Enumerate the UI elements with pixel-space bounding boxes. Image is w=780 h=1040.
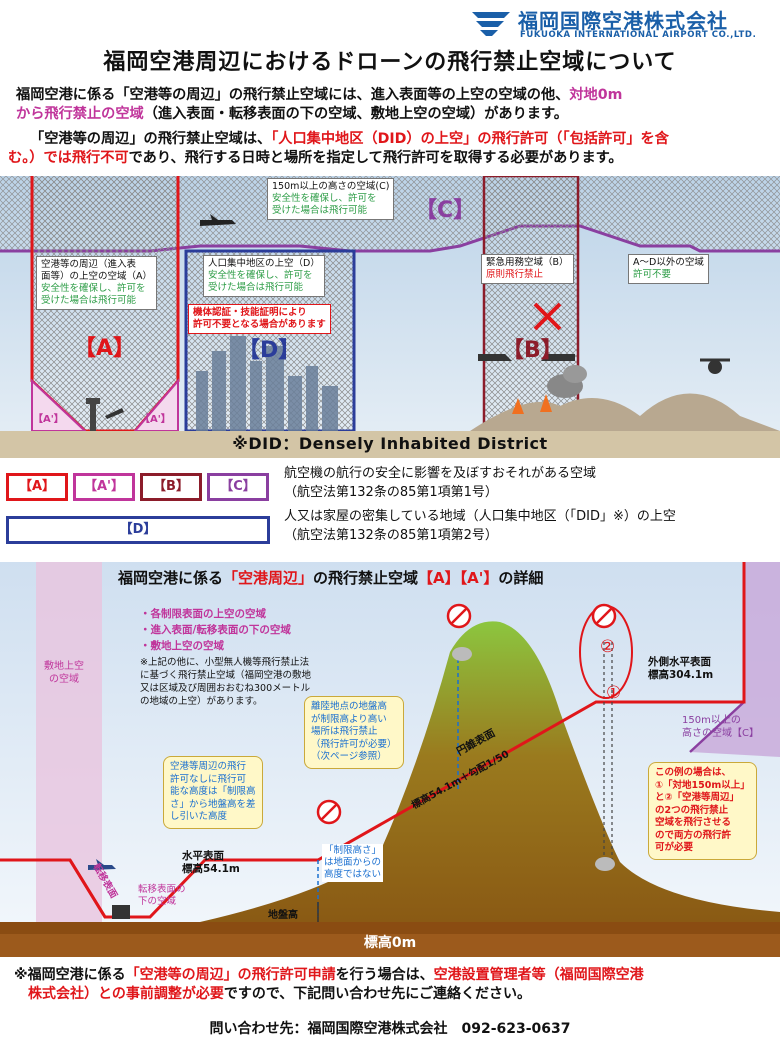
a2-right-label: 【A'】 (140, 414, 171, 425)
callout-double-permit: この例の場合は、 ①「対地150m以上」 と②「空港等周辺」 の2つの飛行禁止 … (648, 762, 757, 860)
c-zone-box: 150m以上の高さの空域(C) 安全性を確保し、許可を 受けた場合は飛行可能 (267, 178, 395, 220)
contact-info: 問い合わせ先：福岡国際空港株式会社 092-623-0637 (209, 1021, 571, 1037)
a-zone-label: 【A】 (74, 336, 136, 361)
callout-takeoff-elevation: 離陸地点の地盤高 が制限高より高い 場所は飛行禁止 （飛行許可が必要） （次ペー… (304, 696, 404, 769)
outer-horizontal-surface-label: 外側水平表面 標高304.1m (648, 656, 714, 681)
other-zone-box: A～D以外の空域 許可不要 (628, 254, 709, 284)
company-name-en: FUKUOKA INTERNATIONAL AIRPORT CO.,LTD. (520, 30, 757, 40)
circle-1-marker: ① (606, 683, 622, 703)
page-title: 福岡空港周辺におけるドローンの飛行禁止空域について (103, 50, 677, 75)
company-name-jp: 福岡国際空港株式会社 (518, 9, 728, 33)
horizontal-surface-label: 水平表面 標高54.1m (182, 850, 240, 875)
d-zone-box: 人口集中地区の上空（D） 安全性を確保し、許可を 受けた場合は飛行可能 (203, 255, 325, 297)
c-zone-label: 【C】 (415, 198, 476, 223)
legend-b: 【B】 (140, 473, 202, 501)
intro-line-1: 福岡空港に係る「空港等の周辺」の飛行禁止空域には、進入表面等の上空の空域の他、対… (16, 87, 623, 103)
b-zone-label: 【B】 (502, 338, 563, 363)
over-150m-label: 150m以上の 高さの空域【C】 (682, 715, 759, 739)
d-zone-red-note: 機体認証・技能証明により 許可不要となる場合があります (188, 304, 331, 334)
overview-illustration (0, 176, 780, 458)
detail-bullets: ・各制限表面の上空の空域 ・進入表面/転移表面の下の空域 ・敷地上空の空域 (140, 608, 291, 652)
intro-line-2: から飛行禁止の空域（進入表面・転移表面の下の空域、敷地上空の空域）があります。 (16, 106, 568, 122)
limit-height-note: 「制限高さ」 は地面からの 高度ではない (322, 844, 384, 882)
site-airspace-label: 敷地上空 の空域 (44, 661, 84, 685)
elevation-zero-label: 標高0m (363, 935, 417, 951)
a-zone-box: 空港等の周辺（進入表 面等）の上空の空域（A） 安全性を確保し、許可を 受けた場… (36, 256, 157, 310)
detail-title: 福岡空港に係る「空港周辺」の飛行禁止空域【A】【A'】の詳細 (118, 569, 544, 587)
company-logo: 福岡国際空港株式会社 FUKUOKA INTERNATIONAL AIRPORT… (470, 4, 775, 44)
below-transition-label: 転移表面の 下の空域 (138, 884, 186, 907)
ground-height-label: 地盤高 (268, 910, 298, 921)
callout-allowed-altitude: 空港等周辺の飛行 許可なしに飛行可 能な高度は「制限高 さ」から地盤高を差 し引… (163, 756, 263, 829)
legend-d-text: 人又は家屋の密集している地域（人口集中地区（「DID」※）の上空 （航空法第13… (284, 509, 676, 543)
airport-restriction-detail-diagram: 福岡空港に係る「空港周辺」の飛行禁止空域【A】【A'】の詳細 ・各制限表面の上空… (0, 562, 780, 957)
legend-a2: 【A'】 (73, 473, 135, 501)
intro-line-3: 「空港等の周辺」の飛行禁止空域は、「人口集中地区（DID）の上空」の飛行許可（「… (30, 131, 669, 147)
a2-left-label: 【A'】 (33, 414, 64, 425)
airspace-overview-diagram: 150m以上の高さの空域(C) 安全性を確保し、許可を 受けた場合は飛行可能 【… (0, 176, 780, 458)
application-notice: ※福岡空港に係る「空港等の周辺」の飛行許可申請を行う場合は、空港設置管理者等（福… (14, 967, 644, 1002)
detail-note: ※上記の他に、小型無人機等飛行禁止法 に基づく飛行禁止空域（福岡空港の敷地 又は… (140, 657, 312, 707)
d-zone-label: 【D】 (238, 338, 301, 363)
circle-2-marker: ② (600, 637, 616, 657)
legend-c: 【C】 (207, 473, 269, 501)
did-footnote: ※DID：Densely Inhabited District (232, 434, 548, 453)
airplane-logo-icon (472, 12, 510, 36)
b-zone-box: 緊急用務空域（B） 原則飛行禁止 (481, 254, 574, 284)
legend-abc-text: 航空機の航行の安全に影響を及ぼすおそれがある空域 （航空法第132条の85第1項… (284, 466, 597, 500)
legend-d: 【D】 (6, 516, 270, 544)
intro-line-4: む。）では飛行不可であり、飛行する日時と場所を指定して飛行許可を取得する必要があ… (8, 150, 623, 166)
legend-a: 【A】 (6, 473, 68, 501)
